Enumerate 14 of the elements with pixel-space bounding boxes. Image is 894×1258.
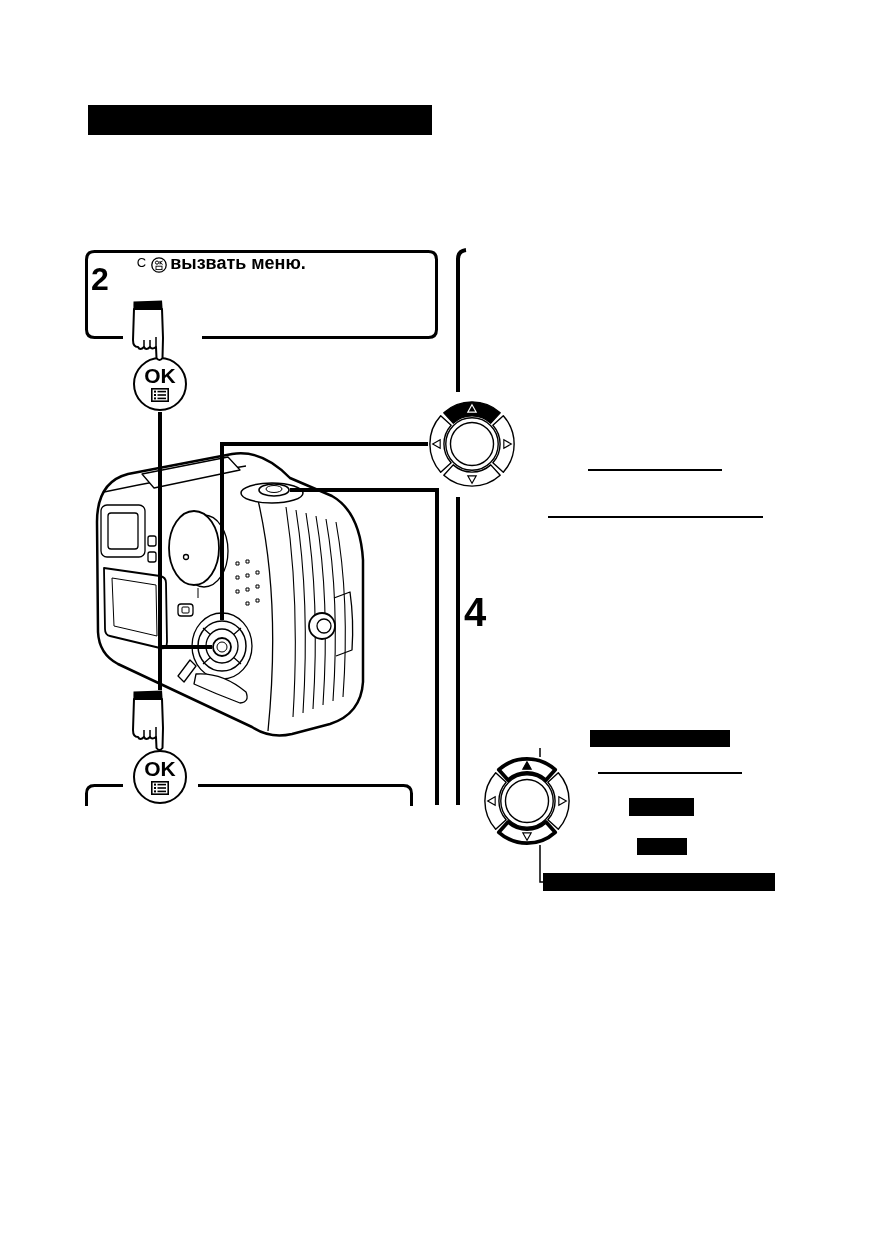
step-panel [85, 784, 413, 806]
leader-line [220, 442, 428, 620]
leader-line [539, 747, 541, 758]
leader-line [290, 488, 439, 805]
camera-arrow-pad [197, 620, 247, 672]
ok-button: OK [133, 750, 187, 804]
redacted-text-bar [543, 873, 775, 891]
step-number: 2 [91, 263, 109, 295]
leader-line [539, 844, 544, 883]
instruction-text: С [136, 256, 147, 269]
instruction-text: вызвать меню. [170, 254, 306, 272]
step-number: 4 [464, 592, 487, 632]
step-panel [85, 250, 438, 339]
ok-button: OK [133, 357, 187, 411]
